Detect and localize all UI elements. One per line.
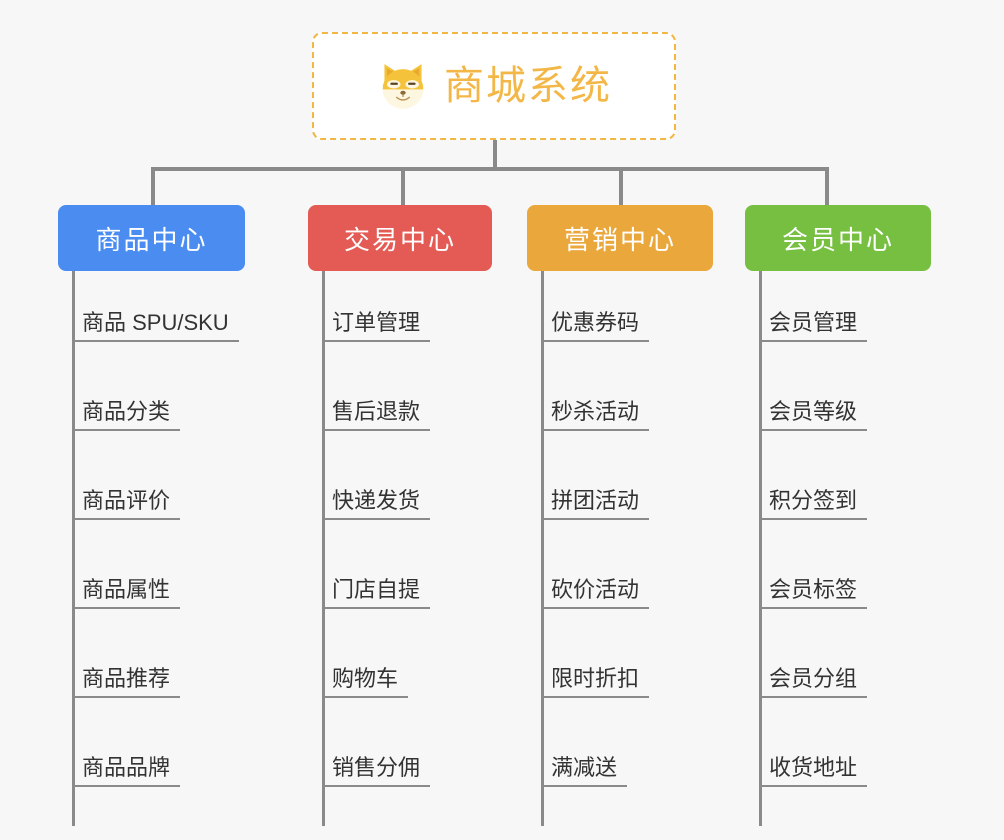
leaf-label: 秒杀活动 [551, 399, 640, 424]
leaf-item[interactable]: 积分签到 [759, 488, 868, 520]
leaf-label: 优惠券码 [551, 310, 640, 335]
leaf-label: 限时折扣 [551, 666, 640, 691]
leaf-label: 订单管理 [332, 310, 421, 335]
leaf-label: 售后退款 [332, 399, 421, 424]
branch-spine-3 [541, 271, 544, 826]
branch-header-label: 交易中心 [343, 224, 456, 255]
branch-header-4[interactable]: 会员中心 [745, 205, 931, 271]
leaf-label: 砍价活动 [551, 577, 640, 602]
root-node[interactable]: 商城系统 [312, 32, 676, 140]
leaf-item[interactable]: 砍价活动 [541, 577, 650, 609]
connector-drop-branch-4 [825, 167, 829, 207]
leaf-label: 会员标签 [769, 577, 858, 602]
branch-header-1[interactable]: 商品中心 [58, 205, 245, 271]
leaf-item[interactable]: 商品品牌 [72, 755, 181, 787]
branch-spine-2 [322, 271, 325, 826]
leaf-label: 商品评价 [82, 488, 171, 513]
branch-header-label: 营销中心 [563, 224, 676, 255]
leaf-item[interactable]: 收货地址 [759, 755, 868, 787]
leaf-item[interactable]: 商品属性 [72, 577, 181, 609]
leaf-label: 商品分类 [82, 399, 171, 424]
connector-root-drop [493, 140, 497, 170]
leaf-label: 会员分组 [769, 666, 858, 691]
leaf-label: 满减送 [551, 755, 618, 780]
leaf-item[interactable]: 商品 SPU/SKU [72, 312, 239, 342]
leaf-label: 购物车 [332, 666, 399, 691]
leaf-label: 收货地址 [769, 755, 858, 780]
leaf-item[interactable]: 商品评价 [72, 488, 181, 520]
leaf-label: 销售分佣 [332, 755, 421, 780]
leaf-label: 积分签到 [769, 488, 858, 513]
branch-header-label: 商品中心 [95, 224, 208, 255]
leaf-item[interactable]: 商品推荐 [72, 666, 181, 698]
leaf-label: 商品品牌 [82, 755, 171, 780]
leaf-item[interactable]: 会员管理 [759, 310, 868, 342]
leaf-label: 拼团活动 [551, 488, 640, 513]
leaf-item[interactable]: 限时折扣 [541, 666, 650, 698]
connector-drop-branch-2 [401, 167, 405, 207]
leaf-item[interactable]: 会员标签 [759, 577, 868, 609]
leaf-item[interactable]: 拼团活动 [541, 488, 650, 520]
branch-header-2[interactable]: 交易中心 [308, 205, 492, 271]
connector-horizontal-bus [151, 167, 829, 171]
branch-header-3[interactable]: 营销中心 [527, 205, 713, 271]
leaf-item[interactable]: 购物车 [322, 666, 409, 698]
leaf-item[interactable]: 订单管理 [322, 310, 431, 342]
branch-spine-4 [759, 271, 762, 826]
leaf-item[interactable]: 快递发货 [322, 488, 431, 520]
connector-drop-branch-3 [619, 167, 623, 207]
leaf-item[interactable]: 售后退款 [322, 399, 431, 431]
root-title: 商城系统 [444, 64, 612, 108]
leaf-label: 商品推荐 [82, 666, 171, 691]
branch-spine-1 [72, 271, 75, 826]
leaf-item[interactable]: 会员等级 [759, 399, 868, 431]
leaf-label: 商品属性 [82, 577, 171, 602]
branch-header-label: 会员中心 [781, 224, 894, 255]
shiba-dog-icon [382, 64, 424, 109]
leaf-label: 会员管理 [769, 310, 858, 335]
leaf-label: 门店自提 [332, 577, 421, 602]
leaf-label: 会员等级 [769, 399, 858, 424]
leaf-label: 快递发货 [332, 488, 421, 513]
leaf-item[interactable]: 秒杀活动 [541, 399, 650, 431]
leaf-item[interactable]: 门店自提 [322, 577, 431, 609]
leaf-item[interactable]: 商品分类 [72, 399, 181, 431]
leaf-item[interactable]: 满减送 [541, 755, 628, 787]
leaf-item[interactable]: 销售分佣 [322, 755, 431, 787]
leaf-item[interactable]: 会员分组 [759, 666, 868, 698]
leaf-label: 商品 SPU/SKU [82, 310, 229, 335]
connector-drop-branch-1 [151, 167, 155, 207]
leaf-item[interactable]: 优惠券码 [541, 310, 650, 342]
